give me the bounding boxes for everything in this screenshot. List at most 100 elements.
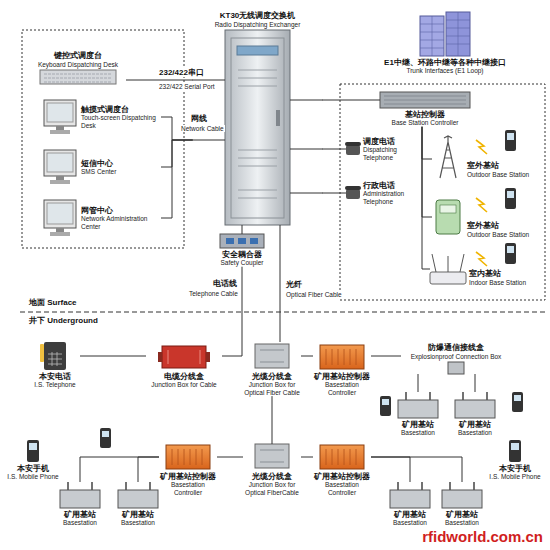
cable-line (323, 100, 381, 101)
station-antenna (406, 392, 430, 400)
cable-label: 电话线 (212, 279, 238, 288)
caption: 安全耦合器Safety Coupler (216, 250, 268, 267)
box-detail (260, 450, 284, 462)
node-title: 光缆分线盒 (243, 372, 301, 381)
keyboard-keys (44, 74, 112, 82)
outdoor-station-box (436, 200, 460, 234)
mobile-phone (505, 130, 516, 264)
mobile-phone: 本安手机I.S. Mobile Phone (5, 440, 61, 481)
surface-divider (20, 312, 545, 313)
phone-handset (40, 344, 44, 362)
annotation-label: Optical Fiber Cable (285, 291, 343, 298)
monitor-frame (44, 200, 76, 228)
node-subtitle: Network Administration Center (81, 215, 161, 230)
caption: 矿用基站控制器Basestation Controller (159, 472, 217, 496)
cabinet-door (231, 38, 284, 218)
annotation-label: 232/422 Serial Port (158, 83, 216, 90)
mobile-phone (512, 392, 523, 412)
exchanger-cabinet (225, 30, 290, 225)
telephone: 行政电话Administration Telephone (346, 181, 417, 205)
monitor-frame (44, 150, 76, 176)
node-subtitle: Basestation (394, 429, 442, 436)
base-station: 室外基站Outdoor Base Station (432, 196, 539, 238)
mine-basestation: 矿用基站Basestation (451, 392, 499, 437)
caption: 调度电话Dispatching Telephone (363, 137, 417, 161)
caption: E1中继、环路中继等各种中继接口Trunk Interfaces (E1 Loo… (375, 58, 515, 75)
controller-ribs (326, 449, 356, 465)
phone-screen (507, 133, 514, 140)
mine-basestation (60, 392, 495, 508)
dispatch-desk: 触摸式调度台Touch-screen Dispatching Desk (42, 100, 161, 134)
cable-line (138, 457, 159, 482)
node-title: 矿用基站 (394, 420, 442, 429)
node-title: E1中继、环路中继等各种中继接口 (375, 58, 515, 67)
caption: 室外基站Outdoor Base Station (467, 221, 539, 238)
caption: 矿用基站Basestation (438, 510, 486, 527)
network-admin-center: 网管中心Network Administration Center (42, 200, 161, 236)
keyboard-desk (40, 70, 116, 84)
monitor-base (50, 232, 70, 236)
phone-handset (345, 142, 361, 146)
station-antenna (463, 392, 487, 400)
sms-center: 短信中心SMS Center (42, 150, 161, 184)
node-subtitle: Basestation Controller (313, 381, 371, 396)
node-subtitle: Basestation (386, 519, 434, 526)
telephone: 调度电话Dispatching Telephone (346, 137, 417, 161)
monitor (44, 100, 76, 134)
node-title: 室外基站 (467, 161, 539, 170)
node-subtitle: Touch-screen Dispatching Desk (81, 114, 161, 129)
caption: 室内基站Indoor Base Station (469, 269, 541, 286)
cable-label: 232/422串口 (158, 68, 205, 77)
cable-line (272, 396, 273, 444)
mine-basestation: 矿用基站Basestation (56, 482, 104, 527)
mine-basestation: 矿用基站Basestation (438, 482, 486, 527)
trunk-interface: E1中继、环路中继等各种中继接口Trunk Interfaces (E1 Loo… (375, 14, 515, 75)
cable-line (301, 356, 313, 357)
caption: 矿用基站控制器Basestation Controller (313, 372, 371, 396)
phone-screen (382, 399, 389, 405)
base-station: 室内基站Indoor Base Station (430, 252, 541, 286)
cabinet-vents (238, 70, 277, 198)
cable-line (80, 356, 146, 357)
caption: 本安手机I.S. Mobile Phone (5, 464, 61, 481)
caption: 室外基站Outdoor Base Station (467, 161, 539, 178)
caption: 行政电话Administration Telephone (363, 181, 417, 205)
caption: 本安手机I.S. Mobile Phone (487, 464, 543, 481)
cable-line (422, 127, 432, 159)
optical-junction-box (255, 344, 289, 368)
mine-basestation: 矿用基站Basestation (394, 392, 442, 437)
node-title: 键控式调度台 (30, 51, 126, 60)
cable-line (161, 140, 193, 167)
annotation-label: Network Cable (180, 125, 225, 132)
cable-label: 网线 (190, 114, 208, 123)
router-antennas (432, 254, 464, 272)
rack-slots (384, 96, 466, 104)
caption: 矿用基站控制器Basestation Controller (313, 472, 371, 496)
is-telephone (44, 342, 66, 370)
mine-controller (320, 345, 364, 369)
cable-junction-box (162, 346, 206, 368)
node-title: 矿用基站 (56, 510, 104, 519)
node-subtitle: Junction Box for Optical Fiber Cable (243, 381, 301, 396)
monitor-screen (47, 103, 73, 122)
node-subtitle: Explosionproof Connection Box (401, 353, 511, 360)
box-flange (206, 352, 210, 362)
cable-line (126, 80, 193, 81)
annotation-label: 井下 Underground (28, 316, 99, 325)
mobile-phone (100, 428, 111, 448)
dashed-group (22, 30, 184, 248)
caption: 光缆分线盒Junction Box for Optical Fiber Cabl… (243, 372, 301, 396)
monitor-base (50, 130, 70, 134)
node-title: 网管中心 (81, 206, 161, 215)
node-title: 本安电话 (30, 372, 80, 381)
node-subtitle: Trunk Interfaces (E1 Loop) (375, 67, 515, 74)
node-subtitle: I.S. Telephone (30, 381, 80, 388)
is-telephone: 本安电话I.S. Telephone (30, 342, 80, 389)
node-title: 室内基站 (469, 269, 541, 278)
cable-line (371, 356, 401, 357)
node-subtitle: Basestation (451, 429, 499, 436)
node-title: 调度电话 (363, 137, 417, 146)
caption: 触摸式调度台Touch-screen Dispatching Desk (81, 105, 161, 129)
node-title: 矿用基站 (114, 510, 162, 519)
phone-screen (102, 431, 109, 437)
